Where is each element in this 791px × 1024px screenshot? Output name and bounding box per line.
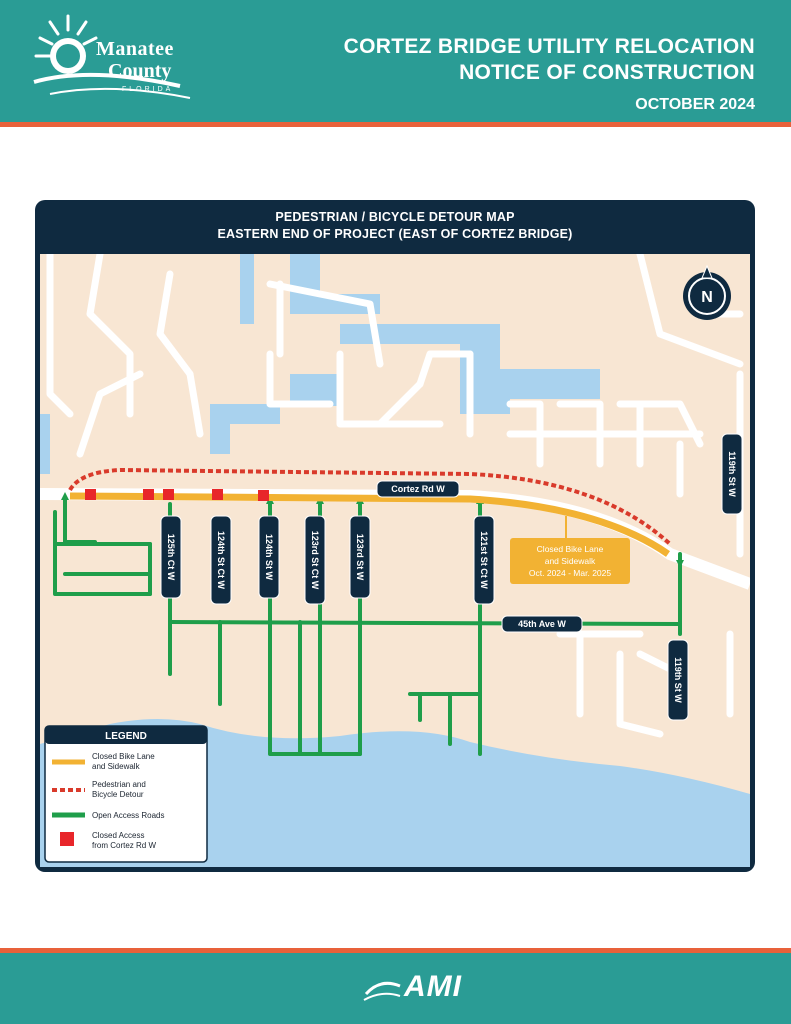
legend-item-3-line-1: Open Access Roads — [92, 811, 164, 820]
map-legend: LEGEND Closed Bike Lane and Sidewalk Ped… — [44, 725, 208, 863]
legend-title: LEGEND — [105, 731, 147, 742]
logo-text-county: County — [108, 60, 172, 82]
map-title: PEDESTRIAN / BICYCLE DETOUR MAP EASTERN … — [35, 200, 755, 252]
label-124th-st-ct: 124th St Ct W — [210, 515, 232, 605]
label-119th-st-north: 119th St W — [721, 433, 743, 515]
svg-text:124th St Ct W: 124th St Ct W — [216, 531, 226, 590]
svg-text:Cortez Rd W: Cortez Rd W — [391, 484, 445, 494]
local-roads — [46, 254, 744, 738]
label-119th-st-south: 119th St W — [667, 639, 689, 721]
legend-item-2-line-2: Bicycle Detour — [92, 790, 144, 799]
map-area[interactable]: N Cortez Rd W 125th Ct W 124th St Ct W — [40, 254, 750, 867]
svg-text:123rd St W: 123rd St W — [355, 534, 365, 581]
footer-accent-stripe — [0, 948, 791, 953]
ami-logo-icon — [363, 981, 401, 1001]
label-123rd-st: 123rd St W — [349, 515, 371, 599]
logo-text-manatee: Manatee — [96, 38, 174, 60]
title-line-1: CORTEZ BRIDGE UTILITY RELOCATION — [343, 35, 755, 58]
legend-item-4-line-2: from Cortez Rd W — [92, 841, 156, 850]
label-123rd-st-ct: 123rd St Ct W — [304, 515, 326, 605]
north-arrow-icon: N — [683, 264, 731, 320]
legend-item-2-line-1: Pedestrian and — [92, 780, 146, 789]
pedestrian-detour-route — [68, 467, 672, 546]
legend-item-1-line-2: and Sidewalk — [92, 762, 141, 771]
svg-text:123rd St Ct W: 123rd St Ct W — [310, 531, 320, 590]
legend-closed-access-swatch — [60, 832, 74, 846]
svg-text:121st St Ct W: 121st St Ct W — [479, 531, 489, 589]
footer-banner — [0, 953, 791, 1024]
ami-logo-text: AMI — [404, 970, 462, 1003]
manatee-county-logo-icon — [33, 14, 191, 99]
svg-text:124th St W: 124th St W — [264, 534, 274, 581]
callout-line-1: Closed Bike Lane — [537, 544, 604, 554]
detour-map: N Cortez Rd W 125th Ct W 124th St Ct W — [40, 254, 750, 867]
legend-item-1-line-1: Closed Bike Lane — [92, 752, 155, 761]
svg-text:119th St W: 119th St W — [673, 657, 683, 703]
svg-text:125th Ct W: 125th Ct W — [166, 534, 176, 581]
closed-bike-lane — [69, 492, 670, 557]
notice-title: CORTEZ BRIDGE UTILITY RELOCATION NOTICE … — [344, 34, 755, 120]
detour-map-panel: PEDESTRIAN / BICYCLE DETOUR MAP EASTERN … — [35, 200, 755, 872]
callout-line-3: Oct. 2024 - Mar. 2025 — [529, 568, 611, 578]
legend-item-4-line-1: Closed Access — [92, 831, 144, 840]
label-cortez-rd: Cortez Rd W — [376, 480, 460, 498]
map-title-line-2: EASTERN END OF PROJECT (EAST OF CORTEZ B… — [217, 227, 573, 241]
svg-text:45th Ave W: 45th Ave W — [518, 619, 566, 629]
header-banner: Manatee County FLORIDA CORTEZ BRIDGE UTI… — [0, 0, 791, 122]
map-title-line-1: PEDESTRIAN / BICYCLE DETOUR MAP — [275, 210, 515, 224]
closed-access-markers — [85, 489, 269, 501]
header-accent-stripe — [0, 122, 791, 127]
water-bodies — [40, 254, 750, 867]
callout-line-2: and Sidewalk — [545, 556, 596, 566]
label-124th-st: 124th St W — [258, 515, 280, 599]
label-121st-st-ct: 121st St Ct W — [473, 515, 495, 605]
logo-text-florida: FLORIDA — [122, 86, 174, 93]
svg-text:119th St W: 119th St W — [727, 451, 737, 497]
street-labels: Cortez Rd W 125th Ct W 124th St Ct W 124… — [160, 433, 743, 721]
closed-lane-callout: Closed Bike Lane and Sidewalk Oct. 2024 … — [510, 516, 630, 584]
label-45th-ave: 45th Ave W — [501, 615, 583, 633]
title-line-2: NOTICE OF CONSTRUCTION — [459, 61, 755, 84]
notice-date: OCTOBER 2024 — [635, 96, 755, 113]
label-125th-ct: 125th Ct W — [160, 515, 182, 599]
north-label: N — [701, 289, 713, 306]
